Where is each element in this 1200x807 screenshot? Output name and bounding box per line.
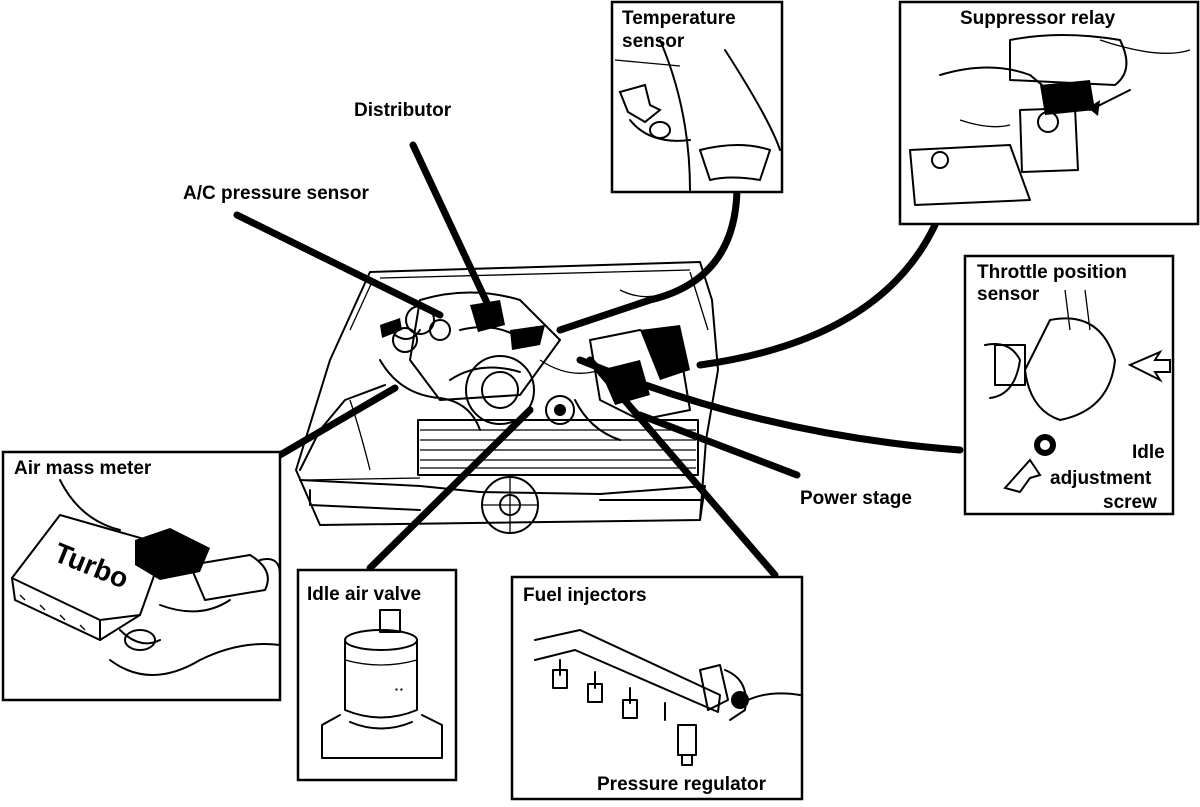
leader-fuel-injectors [586,356,779,579]
air-mass-meter-panel: Air mass meter Turbo [1,450,282,702]
leader-temperature-sensor [556,186,741,334]
leader-ac-pressure-sensor [233,211,444,319]
idle-adjust-label-1: Idle [1132,442,1165,463]
temperature-sensor-title-1: Temperature [622,8,736,29]
fuel-injectors-panel: Fuel injectors Pressure regulator [510,575,804,801]
leader-air-mass-meter [276,384,399,459]
throttle-position-title-2: sensor [977,284,1040,305]
air-mass-meter-title: Air mass meter [14,458,152,479]
fuel-injectors-title: Fuel injectors [523,585,647,606]
leader-lines [233,141,964,579]
suppressor-relay-panel: Suppressor relay [898,0,1200,226]
label-power-stage: Power stage [800,488,912,509]
leader-distributor [409,141,499,324]
fuel-rail-icon [534,629,729,766]
throttle-position-title-1: Throttle position [977,262,1127,283]
throttle-arrow-icon [1127,349,1171,383]
suppressor-relay-title: Suppressor relay [960,8,1116,29]
leader-throttle-position-sensor [576,356,964,454]
temperature-sensor-title-2: sensor [622,31,685,52]
label-ac-pressure-sensor: A/C pressure sensor [183,183,369,204]
pressure-regulator-title: Pressure regulator [597,774,767,795]
idle-air-valve-panel: Idle air valve ▪ ▪ [296,568,458,782]
idle-air-valve-icon: ▪ ▪ [321,609,443,759]
idle-air-valve-title: Idle air valve [307,584,421,605]
leader-idle-air-valve [366,406,534,572]
pressure-regulator-icon [724,669,801,721]
svg-text:▪ ▪: ▪ ▪ [395,685,403,694]
label-distributor: Distributor [354,100,452,121]
idle-adjust-label-3: screw [1103,492,1157,513]
suppressor-relay-arrow-icon [1088,100,1100,116]
temperature-sensor-panel: Temperature sensor [610,0,784,194]
throttle-position-panel: Throttle position sensor Idle adjustment… [963,254,1175,516]
idle-screw-arrow-icon [1003,458,1042,494]
idle-adjust-label-2: adjustment [1050,468,1152,489]
engine-bay-illustration [295,261,719,534]
temperature-sensor-arrow-icon [618,83,662,124]
leader-power-stage [636,411,801,479]
leader-suppressor-relay [696,221,939,369]
